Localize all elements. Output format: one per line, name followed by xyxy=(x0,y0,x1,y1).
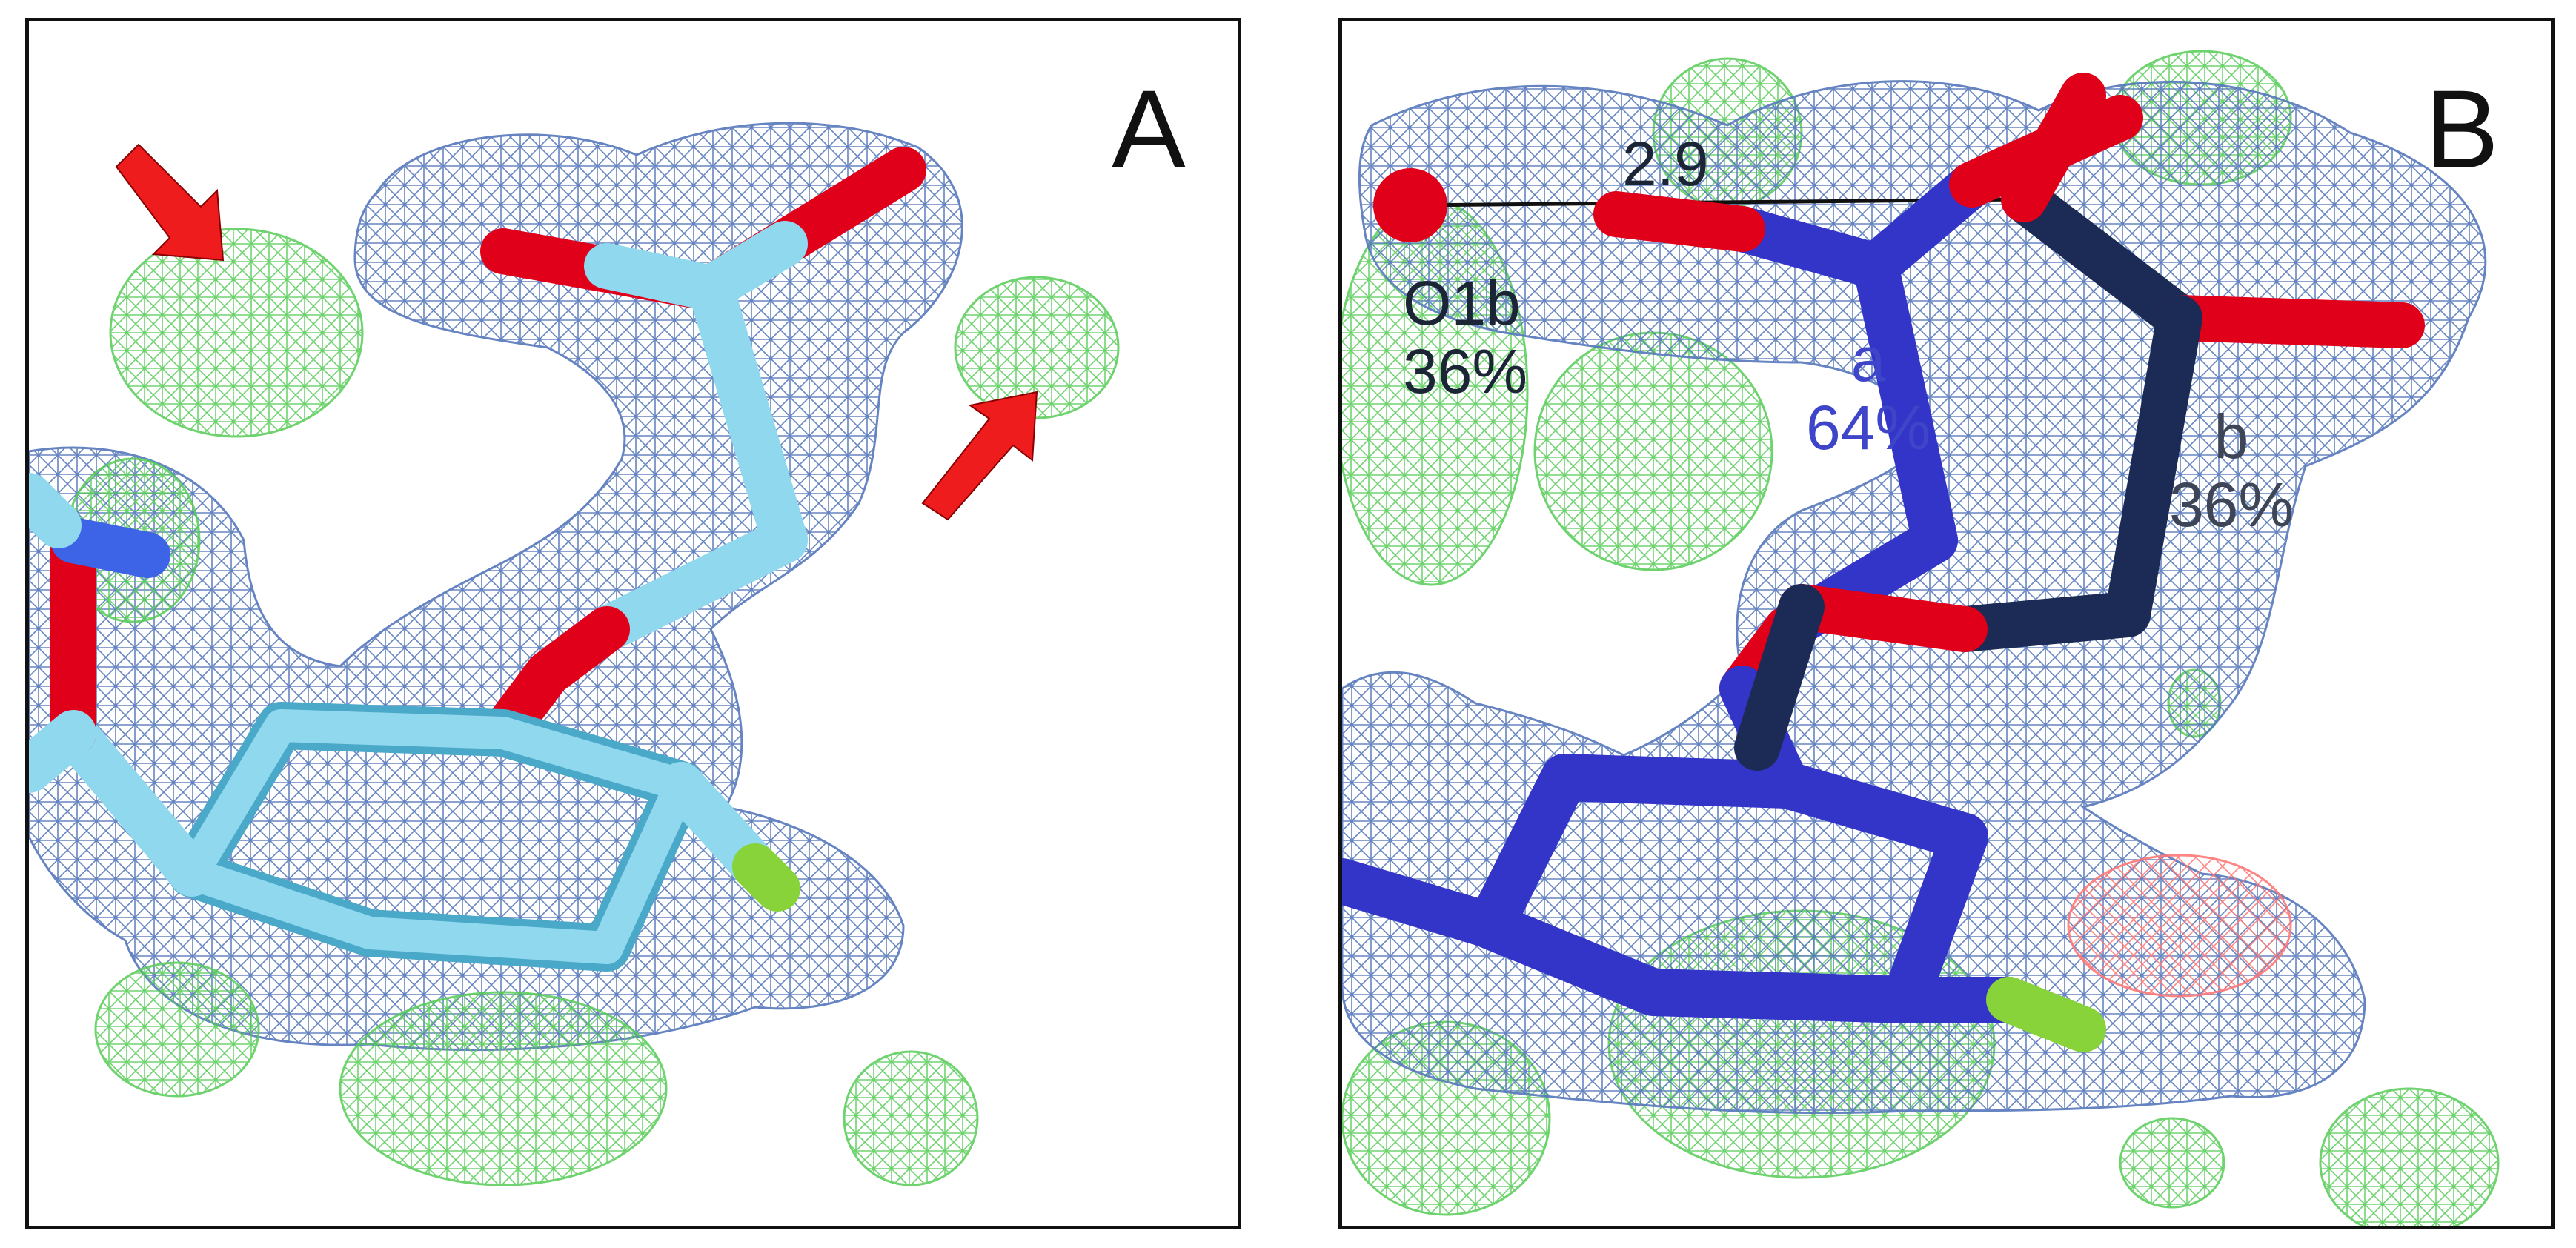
distance-label: 2.9 xyxy=(1622,129,1709,199)
conformer-a-name: a xyxy=(1850,325,1886,394)
ligand-stick-model xyxy=(29,147,926,972)
panel-label: B xyxy=(2424,67,2499,191)
conformer-b-occupancy: 36% xyxy=(2168,470,2294,540)
conformer-a-occupancy: 64% xyxy=(1805,393,1931,463)
water-oxygen-o1b xyxy=(1373,168,1447,242)
ligand-conformer-b xyxy=(1734,73,2425,771)
conformer-a-label: a 64% xyxy=(1805,325,1931,462)
panel-label: A xyxy=(1111,67,1186,191)
conformer-b-label: b 36% xyxy=(2157,402,2306,540)
arrow-icon xyxy=(115,143,225,262)
arrow-icon xyxy=(921,391,1038,521)
panel-a: A xyxy=(25,18,1241,1229)
conformer-b-name: b xyxy=(2214,402,2249,471)
difference-density-negative xyxy=(2067,854,2292,998)
panel-a-structure xyxy=(29,122,1120,1186)
water-name: O1b xyxy=(1403,268,1521,338)
panel-b-structure xyxy=(1342,50,2500,1226)
panel-b: B 2.9 O1b 36% a 64% b 36% xyxy=(1338,18,2555,1229)
water-occupancy: 36% xyxy=(1403,336,1528,407)
water-label: O1b 36% xyxy=(1403,269,1527,406)
